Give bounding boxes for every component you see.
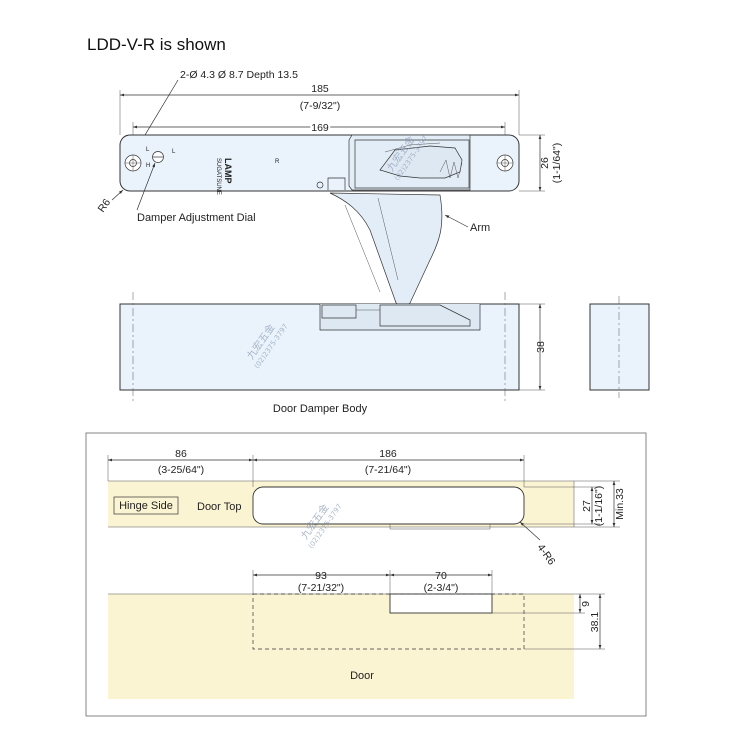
svg-text:LAMP: LAMP: [223, 158, 233, 184]
dim-holes-mm: 169: [311, 122, 329, 134]
dial-mark-h: H: [146, 163, 150, 169]
dial-mark-right: L: [172, 149, 176, 155]
mortise-slot: [252, 486, 525, 525]
dim-381: 38.1: [589, 612, 601, 633]
arm-shape: [329, 192, 443, 309]
dim-hinge-mm: 86: [175, 448, 187, 460]
door-top-label: Door Top: [197, 501, 241, 513]
install-panel: 86 (3-25/64") 186 (7-21/64") Hinge Side …: [85, 432, 647, 717]
dim-slot-in: (7-21/64"): [365, 464, 411, 476]
dim-slot-h-in: (1-1/16"): [593, 486, 605, 527]
side-view: 38 Door Damper Body: [119, 292, 650, 415]
dim-min: Min.33: [614, 488, 626, 520]
dim-overall-in: (7-9/32"): [300, 100, 341, 112]
radius-label: R6: [96, 197, 114, 215]
arm-mortise: [389, 593, 493, 614]
dim-height-mm: 26: [539, 157, 551, 169]
dim-9: 9: [580, 601, 592, 607]
damper-body-end: [589, 303, 650, 391]
dial-label: Damper Adjustment Dial: [137, 212, 256, 224]
dim-70-mm: 70: [435, 570, 447, 582]
dim-70-in: (2-3/4"): [424, 582, 459, 594]
hole-callout: 2-Ø 4.3 Ø 8.7 Depth 13.5: [180, 69, 298, 81]
svg-text:SUGATSUNE: SUGATSUNE: [215, 158, 221, 195]
dim-side-height: 38: [535, 341, 547, 353]
dim-93-in: (7-21/32"): [298, 582, 344, 594]
dim-93-mm: 93: [315, 570, 327, 582]
dial-mark: L: [146, 147, 150, 153]
brand-logo: LAMP SUGATSUNE: [215, 158, 233, 195]
arm-label: Arm: [470, 222, 490, 234]
side-mark: R: [275, 159, 280, 165]
dim-slot-h-mm: 27: [581, 500, 593, 512]
hinge-side-label: Hinge Side: [119, 500, 173, 512]
dim-overall-mm: 185: [311, 83, 329, 95]
door-face: [108, 594, 574, 699]
page-title: LDD-V-R is shown: [87, 35, 226, 54]
dim-height-in: (1-1/64"): [551, 143, 563, 184]
side-caption: Door Damper Body: [273, 403, 368, 415]
hidden-body-outline: [252, 593, 525, 650]
hinge-side-box: [113, 496, 179, 515]
dim-slot-mm: 186: [379, 448, 397, 460]
door-label: Door: [350, 670, 374, 682]
top-view: 185 (7-9/32") 169 2-Ø 4.3 Ø 8.7 Depth 13…: [96, 69, 563, 309]
dim-hinge-in: (3-25/64"): [158, 464, 204, 476]
